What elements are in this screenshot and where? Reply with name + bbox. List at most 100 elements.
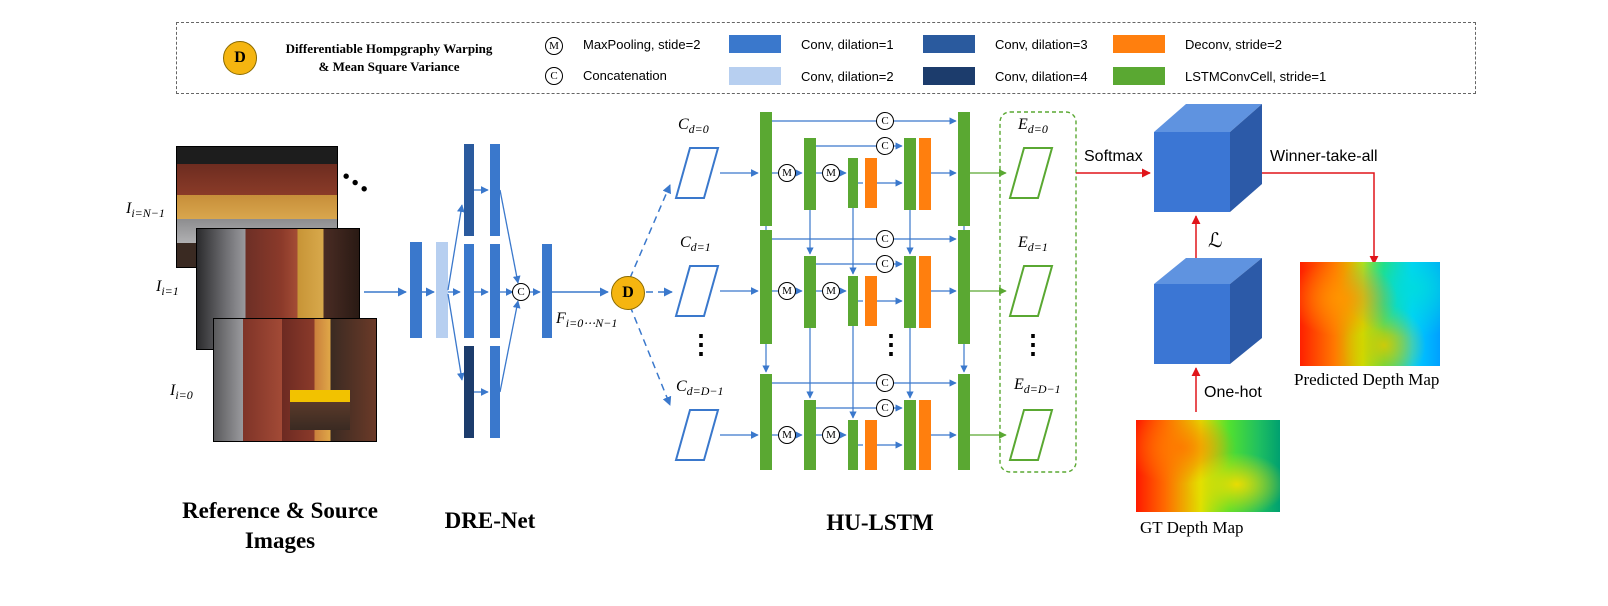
arrow-top-to-concat [499,189,521,284]
drenet-conv3-block-top [464,144,474,236]
arrow-drenet-top [447,204,465,291]
lstm-legend-label: LSTMConvCell, stride=1 [1185,69,1327,84]
cost-label-d0: Cd=0 [678,116,709,137]
drenet-conv1-block-top [490,144,500,236]
conv2-swatch [729,67,781,85]
drenet-conv1-block-mid-b [490,244,500,338]
deconv-r0-a [865,158,877,208]
output-label-d0-sub: d=0 [1027,122,1048,137]
lstm-cell-r1-a [760,230,772,344]
maxpool-icon-r0-b: M [822,164,840,182]
feature-label-main: F [556,310,566,327]
concat-icon-drenet: C [512,283,530,301]
input-label-0-sub: i=0 [175,388,193,403]
output-volume-dD [1008,409,1054,461]
output-dashed-box [999,111,1077,473]
probability-volume-cube [1154,104,1262,212]
concat-icon-r0-top: C [876,112,894,130]
maxpool-icon-r0-a: M [778,164,796,182]
lstm-cell-rD-a [760,374,772,470]
cost-label-dD: Cd=D−1 [676,378,724,399]
output-label-d0-main: E [1018,116,1028,133]
drenet-conv1-block-mid-a [464,244,474,338]
lstm-cell-r0-b [804,138,816,210]
warp-legend-line1: Differentiable Hompgraphy Warping [285,41,493,56]
gt-volume-cube [1154,258,1262,364]
lstm-swatch [1113,67,1165,85]
input-label-0: Ii=0 [170,382,193,403]
warp-legend-icon: D [223,41,257,75]
concat-icon-r0-mid: C [876,137,894,155]
hulstm-row-0 [760,112,1007,226]
onehot-label: One-hot [1204,384,1262,401]
deconv-rD-b [919,400,931,470]
drenet-output-block [542,244,552,338]
section-title-drenet: DRE-Net [444,508,536,533]
cost-label-dD-sub: d=D−1 [686,384,724,399]
lstm-cell-r0-e [958,112,970,226]
output-label-d1-main: E [1018,234,1028,251]
input-label-0-main: I [170,382,176,399]
arrow-warp-to-c0 [629,184,671,279]
conv3-swatch [923,35,975,53]
lstm-cell-r1-d [904,256,916,328]
deconv-r1-b [919,256,931,328]
deconv-r1-a [865,276,877,326]
cost-volume-d1 [674,265,720,317]
arrow-bot-to-concat [499,300,521,393]
warp-legend-label: Differentiable Hompgraphy Warping & Mean… [269,40,509,76]
feature-label: Fi=0⋯N−1 [556,310,617,331]
conv3-legend-label: Conv, dilation=3 [995,37,1088,52]
lstm-cell-r1-b [804,256,816,328]
input-label-n1: Ii=N−1 [126,200,165,221]
cost-ellipsis: ⋮ [688,330,714,359]
legend-box: D Differentiable Hompgraphy Warping & Me… [176,22,1476,94]
predicted-depth-map [1300,262,1440,366]
input-label-1-main: I [156,278,162,295]
deconv-legend-label: Deconv, stride=2 [1185,37,1282,52]
concat-icon-r1-top: C [876,230,894,248]
cost-label-d0-main: C [678,116,689,133]
input-image-0-detail [290,390,350,430]
input-label-1-sub: i=1 [161,284,179,299]
feature-label-sub: i=0⋯N−1 [565,316,618,331]
wta-label: Winner-take-all [1270,148,1378,165]
maxpool-legend-icon: M [545,37,563,55]
maxpool-icon-rD-b: M [822,426,840,444]
conv1-swatch [729,35,781,53]
cube-top-face [1154,104,1262,132]
conv4-swatch [923,67,975,85]
conv4-legend-label: Conv, dilation=4 [995,69,1088,84]
output-ellipsis: ⋮ [1020,330,1046,359]
lstm-cell-rD-b [804,400,816,470]
lstm-cell-r0-a [760,112,772,226]
warp-legend-line2: & Mean Square Variance [318,59,460,74]
gt-depth-map [1136,420,1280,512]
input-label-1: Ii=1 [156,278,179,299]
conv2-legend-label: Conv, dilation=2 [801,69,894,84]
concat-icon-rD-top: C [876,374,894,392]
deconv-rD-a [865,420,877,470]
deconv-swatch [1113,35,1165,53]
input-label-n1-main: I [126,200,132,217]
warp-icon: D [611,276,645,310]
maxpool-legend-label: MaxPooling, stide=2 [583,37,701,52]
cube2-front-face [1154,284,1230,364]
input-label-n1-sub: i=N−1 [131,206,165,221]
output-label-d0: Ed=0 [1018,116,1048,137]
output-volume-d1 [1008,265,1054,317]
section-title-hulstm: HU-LSTM [826,510,934,535]
concat-legend-label: Concatenation [583,68,667,83]
cube2-top-face [1154,258,1262,284]
cube2-side-face [1230,258,1262,364]
cube-front-face [1154,132,1230,212]
hulstm-ellipsis: ⋮ [878,330,904,359]
output-volume-d0 [1008,147,1054,199]
softmax-label: Softmax [1084,148,1143,165]
drenet-conv1-block-bot [490,346,500,438]
drenet-conv2-block [436,242,448,338]
output-label-d1-sub: d=1 [1027,240,1048,255]
arrow-wta [1260,172,1379,265]
output-label-dD-sub: d=D−1 [1023,382,1061,397]
drenet-conv1-block [410,242,422,338]
